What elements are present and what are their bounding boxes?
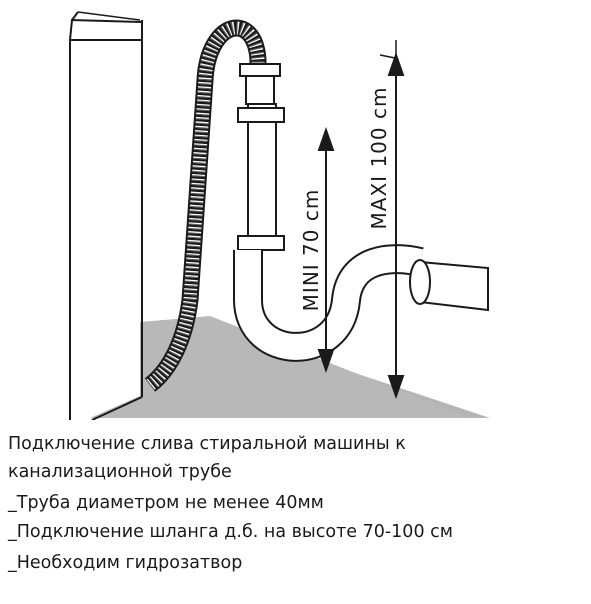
washing-machine xyxy=(68,11,143,420)
drain-hose xyxy=(144,19,267,392)
mini-dimension xyxy=(317,126,335,374)
sewer-pipe xyxy=(409,259,489,312)
caption-line-2: канализационной трубе xyxy=(8,462,232,482)
maxi-label: MAXI 100 cm xyxy=(367,87,391,230)
caption-line-1: Подключение слива стиральной машины к xyxy=(8,434,406,454)
mini-label: MINI 70 cm xyxy=(299,189,323,312)
standpipe xyxy=(233,63,424,362)
caption-line-4: _Подключение шланга д.б. на высоте 70-10… xyxy=(8,522,453,542)
drain-connection-diagram: MINI 70 cm MAXI 100 cm xyxy=(68,11,490,420)
caption-line-3: _Труба диаметром не менее 40мм xyxy=(8,493,324,513)
wall xyxy=(91,20,143,420)
caption-line-5: _Необходим гидрозатвор xyxy=(8,553,243,573)
maxi-dimension xyxy=(387,51,405,400)
